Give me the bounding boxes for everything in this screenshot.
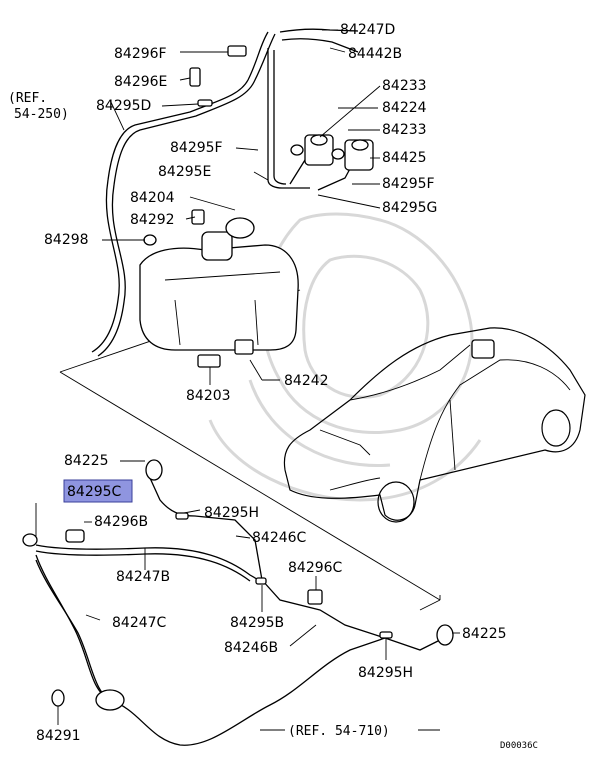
label-84295B: 84295B bbox=[230, 615, 284, 631]
vehicle-outline bbox=[283, 327, 586, 523]
lower-hoses bbox=[22, 459, 454, 746]
upper-hoses bbox=[91, 28, 359, 357]
hose-clip-84296E bbox=[189, 67, 201, 87]
label-84291: 84291 bbox=[36, 728, 81, 744]
label-84247D: 84247D bbox=[340, 22, 395, 38]
label-84295F-right: 84295F bbox=[382, 176, 435, 192]
washer-tank bbox=[139, 209, 299, 368]
label-84292: 84292 bbox=[130, 212, 175, 228]
label-84246B: 84246B bbox=[224, 640, 278, 656]
label-84247C: 84247C bbox=[112, 615, 167, 631]
label-84295H-top: 84295H bbox=[204, 505, 259, 521]
label-84295F-left: 84295F bbox=[170, 140, 223, 156]
label-84203: 84203 bbox=[186, 388, 231, 404]
ref-54-710: (REF. 54-710) bbox=[288, 724, 390, 739]
label-84442B: 84442B bbox=[348, 46, 402, 62]
label-84295H-bottom: 84295H bbox=[358, 665, 413, 681]
diagram-code: D00036C bbox=[500, 741, 538, 751]
label-84246C: 84246C bbox=[252, 530, 307, 546]
hose-joint-84295D bbox=[197, 99, 213, 107]
label-84296F: 84296F bbox=[114, 46, 167, 62]
label-84242: 84242 bbox=[284, 373, 329, 389]
label-84296B: 84296B bbox=[94, 514, 148, 530]
label-84233-bottom: 84233 bbox=[382, 122, 427, 138]
part-labels: 84247D 84296F 84442B 84296E 84233 84295D… bbox=[8, 22, 538, 751]
label-84224: 84224 bbox=[382, 100, 427, 116]
hose-clip-84296F bbox=[227, 45, 247, 57]
highlight-84295C bbox=[63, 479, 133, 503]
label-84247B: 84247B bbox=[116, 569, 170, 585]
label-84225-bottom: 84225 bbox=[462, 626, 507, 642]
label-84298: 84298 bbox=[44, 232, 89, 248]
ref-54-250-line2: 54-250) bbox=[14, 107, 69, 122]
ref-54-250-line1: (REF. bbox=[8, 91, 47, 106]
label-84295G: 84295G bbox=[382, 200, 437, 216]
label-84295E: 84295E bbox=[158, 164, 211, 180]
label-84225-top: 84225 bbox=[64, 453, 109, 469]
washer-nozzle-right bbox=[331, 139, 374, 171]
washer-nozzle-left bbox=[290, 134, 334, 166]
label-84233-top: 84233 bbox=[382, 78, 427, 94]
label-84296E: 84296E bbox=[114, 74, 167, 90]
label-84295D: 84295D bbox=[96, 98, 151, 114]
label-84295C[interactable]: 84295C bbox=[67, 484, 122, 500]
leader-lines bbox=[35, 29, 460, 731]
label-84425: 84425 bbox=[382, 150, 427, 166]
label-84204: 84204 bbox=[130, 190, 175, 206]
label-84296C: 84296C bbox=[288, 560, 343, 576]
